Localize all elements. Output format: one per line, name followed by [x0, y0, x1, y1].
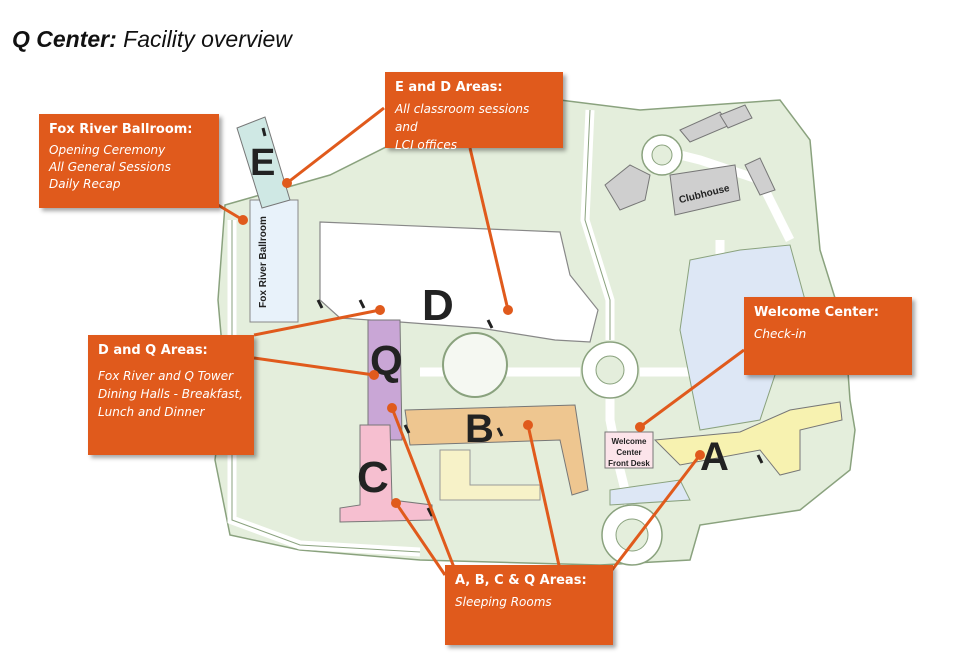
callout-e-and-d-areas: E and D Areas: All classroom sessions an… — [385, 72, 563, 152]
zone-label-b: B — [465, 407, 494, 451]
clubhouse-buildings — [604, 104, 776, 216]
area-b-building — [404, 404, 589, 496]
callout-abcq-heading: A, B, C & Q Areas: — [455, 573, 587, 588]
pond — [679, 244, 806, 431]
zone-label-e: E — [250, 142, 275, 184]
leader-lines — [217, 106, 745, 576]
callout-abcq-line: Sleeping Rooms — [455, 595, 552, 609]
callout-ed-line: All classroom sessions and — [395, 102, 530, 134]
leader-dots — [238, 178, 705, 508]
callout-dq-line: Lunch and Dinner — [98, 405, 205, 419]
callout-d-and-q-areas: D and Q Areas: Fox River and Q Tower Din… — [88, 335, 254, 455]
callout-fox-line: Opening Ceremony — [49, 143, 166, 157]
callout-fox-line: All General Sessions — [49, 160, 171, 174]
callout-welcome-center: Welcome Center: Check-in — [744, 297, 912, 375]
ballroom-building — [249, 199, 299, 323]
callout-welcome-heading: Welcome Center: — [754, 305, 879, 320]
ballroom-label: Fox River Ballroom — [258, 216, 269, 308]
area-d-building — [319, 221, 599, 343]
callout-ed-line: LCI offices — [395, 138, 457, 152]
welcome-label-2: Center — [616, 448, 641, 457]
title-bold: Q Center: — [12, 26, 117, 52]
callout-dq-line: Fox River and Q Tower — [98, 369, 234, 383]
callout-fox-heading: Fox River Ballroom: — [49, 122, 193, 137]
area-c-building — [339, 424, 433, 523]
callout-dq-heading: D and Q Areas: — [98, 343, 208, 358]
zone-label-c: C — [357, 453, 389, 502]
callout-ed-heading: E and D Areas: — [395, 80, 503, 95]
callout-dq-line: Dining Halls - Breakfast, — [98, 387, 244, 401]
callout-fox-river-ballroom: Fox River Ballroom: Opening Ceremony All… — [39, 114, 219, 208]
title-rest: Facility overview — [116, 26, 292, 52]
courtyard-circle — [442, 332, 508, 398]
zone-label-a: A — [700, 435, 729, 479]
area-e-building — [236, 116, 291, 209]
page-title: Q Center: Facility overview — [12, 26, 292, 53]
welcome-center-building — [604, 431, 654, 469]
welcome-label-3: Front Desk — [608, 459, 650, 468]
zone-label-d: D — [422, 281, 454, 330]
welcome-label-1: Welcome — [612, 437, 648, 446]
callout-fox-line: Daily Recap — [49, 177, 121, 191]
callout-welcome-line: Check-in — [754, 327, 807, 341]
callout-abcq-areas: A, B, C & Q Areas: Sleeping Rooms — [445, 565, 613, 645]
